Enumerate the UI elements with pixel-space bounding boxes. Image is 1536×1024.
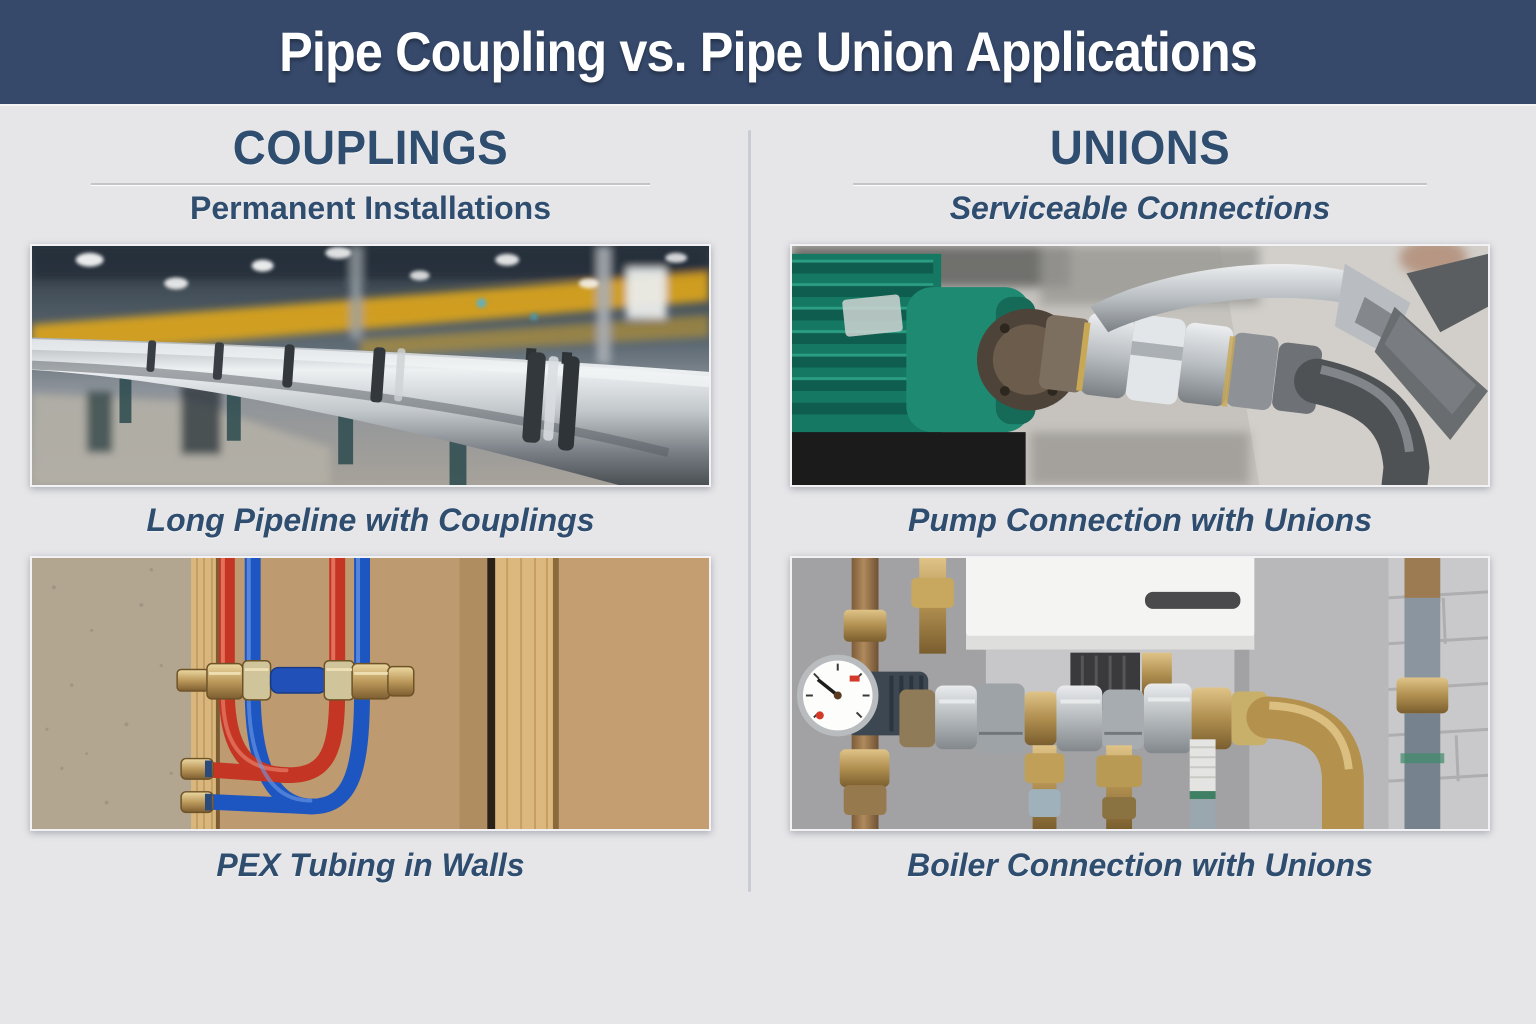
page-title: Pipe Coupling vs. Pipe Union Application… bbox=[279, 20, 1258, 83]
pex-tubing-caption: PEX Tubing in Walls bbox=[216, 846, 525, 883]
pipeline-photo bbox=[30, 243, 711, 487]
pipeline-caption: Long Pipeline with Couplings bbox=[146, 501, 595, 538]
pump-connection-caption: Pump Connection with Unions bbox=[908, 501, 1372, 538]
unions-heading-rule bbox=[853, 182, 1427, 185]
couplings-heading: COUPLINGS bbox=[232, 122, 509, 175]
boiler-connection-photo bbox=[790, 555, 1490, 831]
pex-tubing-photo bbox=[30, 555, 711, 831]
boiler-connection-illustration bbox=[792, 557, 1488, 829]
header-band: Pipe Coupling vs. Pipe Union Application… bbox=[0, 0, 1536, 104]
unions-subtitle: Serviceable Connections bbox=[949, 189, 1331, 226]
pump-connection-photo bbox=[790, 243, 1490, 487]
unions-heading: UNIONS bbox=[1049, 122, 1231, 175]
couplings-subtitle: Permanent Installations bbox=[190, 189, 551, 226]
couplings-heading-rule bbox=[91, 182, 650, 185]
boiler-connection-caption: Boiler Connection with Unions bbox=[907, 846, 1373, 883]
pex-tubing-illustration bbox=[32, 557, 709, 829]
pipeline-illustration bbox=[32, 245, 709, 485]
column-divider bbox=[748, 130, 751, 892]
unions-column: UNIONS Serviceable Connections bbox=[790, 118, 1490, 884]
pump-connection-illustration bbox=[792, 245, 1488, 485]
couplings-column: COUPLINGS Permanent Installations bbox=[30, 118, 711, 884]
